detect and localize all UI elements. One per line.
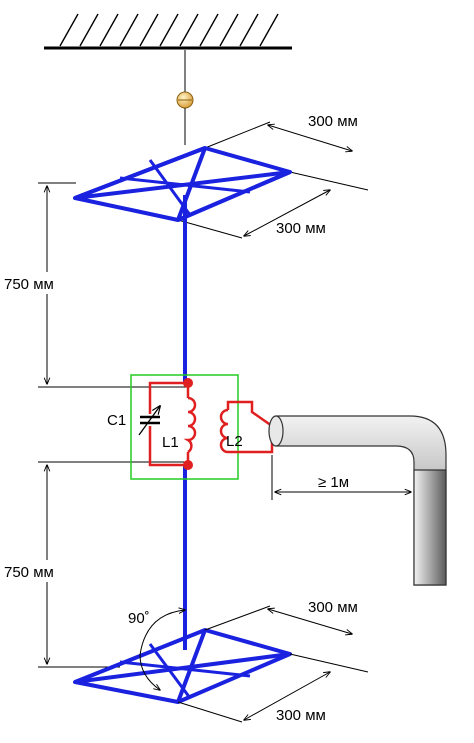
- dim-bottom-lower-label: 300 мм: [276, 707, 326, 724]
- dim-bottom-right: 300 мм: [204, 599, 369, 673]
- dim-cable-distance: ≥ 1м: [271, 455, 411, 500]
- ceiling-hatch: [44, 13, 292, 50]
- dim-lower-height-label: 750 мм: [4, 564, 54, 581]
- dim-top-right-label: 300 мм: [308, 113, 358, 130]
- variable-capacitor-icon: [138, 406, 160, 436]
- dim-top-lower-label: 300 мм: [276, 220, 326, 237]
- lower-loop: [73, 628, 292, 704]
- insulator-icon: [176, 91, 194, 109]
- cable-distance-label: ≥ 1м: [318, 474, 349, 491]
- dim-upper-height-label: 750 мм: [4, 276, 54, 293]
- angle-label: 90˚: [128, 610, 150, 627]
- dim-lower-height: 750 мм: [0, 461, 190, 668]
- tuning-box: [130, 374, 239, 480]
- upper-loop: [73, 146, 292, 222]
- junction-bottom: [183, 460, 193, 470]
- angle-mark: 90˚: [128, 610, 185, 690]
- capacitor-label: C1: [107, 412, 126, 429]
- coil-l2-label: L2: [226, 433, 243, 450]
- dim-top-lower: 300 мм: [177, 190, 330, 239]
- dim-upper-height: 750 мм: [0, 182, 190, 388]
- coil-l1-label: L1: [162, 434, 179, 451]
- junction-top: [183, 378, 193, 388]
- coil-icon: [183, 396, 197, 454]
- dim-bottom-right-label: 300 мм: [308, 599, 358, 616]
- dim-top-right: 300 мм: [204, 113, 369, 191]
- coax-cable-icon: [268, 415, 447, 586]
- dim-bottom-lower: 300 мм: [177, 672, 330, 724]
